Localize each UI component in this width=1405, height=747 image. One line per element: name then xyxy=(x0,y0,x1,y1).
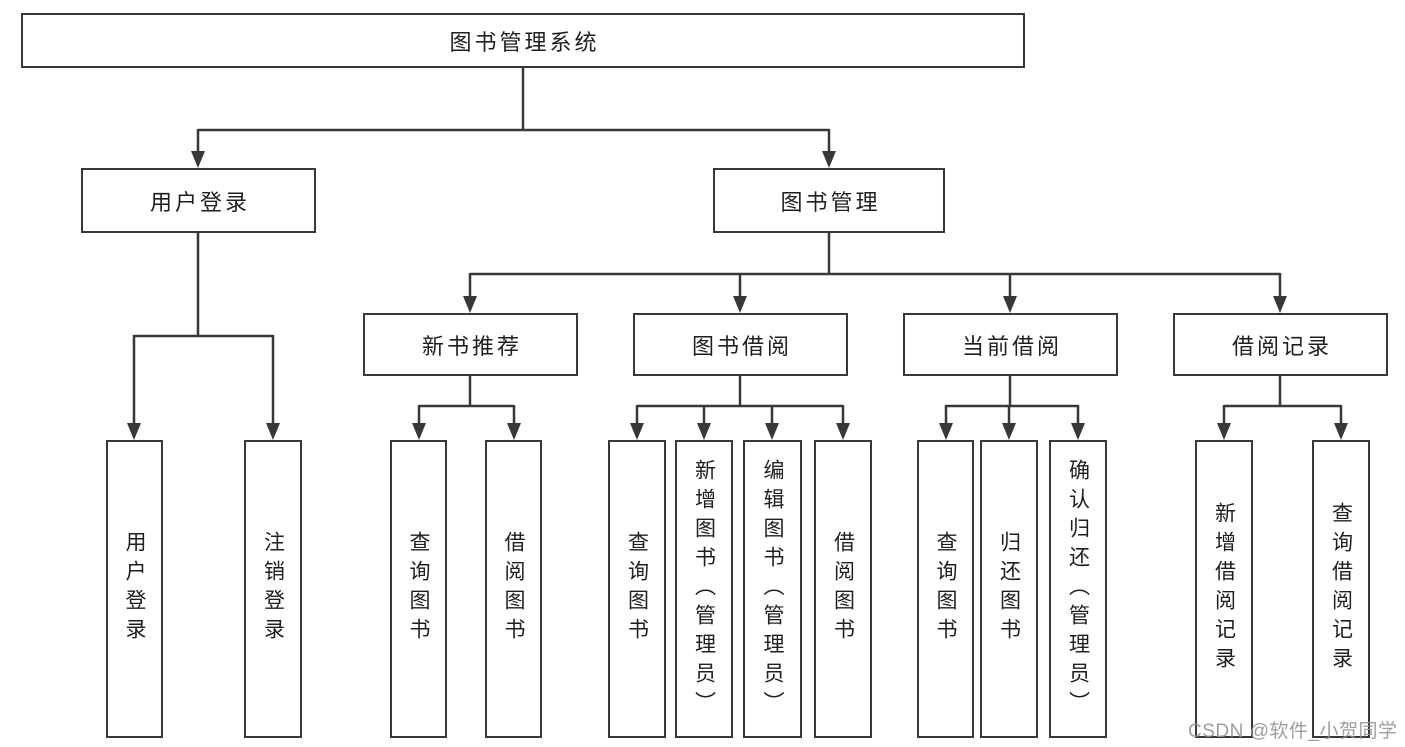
arrowhead-icons xyxy=(127,151,1348,440)
leaf-box-user-login: 用户登录 xyxy=(106,440,163,738)
leaf-box-add-borrow-record: 新增借阅记录 xyxy=(1195,440,1253,738)
branch-box-current-borrowing: 当前借阅 xyxy=(903,313,1118,376)
csdn-watermark: CSDN @软件_小贺同学 xyxy=(1188,721,1398,742)
branch-box-borrowing-records: 借阅记录 xyxy=(1173,313,1388,376)
branch-box-new-book-recommend: 新书推荐 xyxy=(363,313,578,376)
branch-box-book-management: 图书管理 xyxy=(713,168,945,233)
leaf-box-return-books: 归还图书 xyxy=(980,440,1038,738)
leaf-box-query-books: 查询图书 xyxy=(608,440,666,738)
leaf-box-borrow-books: 借阅图书 xyxy=(814,440,872,738)
leaf-box-edit-books-admin: 编辑图书（管理员） xyxy=(743,440,802,738)
leaf-box-add-books-admin: 新增图书（管理员） xyxy=(675,440,733,738)
branch-box-book-borrowing: 图书借阅 xyxy=(633,313,848,376)
branch-box-user-login: 用户登录 xyxy=(81,168,316,233)
leaf-box-query-books: 查询图书 xyxy=(917,440,974,738)
leaf-box-query-books: 查询图书 xyxy=(390,440,447,738)
leaf-box-logout: 注销登录 xyxy=(244,440,302,738)
leaf-box-borrow-books: 借阅图书 xyxy=(485,440,542,738)
leaf-box-query-borrow-record: 查询借阅记录 xyxy=(1312,440,1370,738)
leaf-box-confirm-return-admin: 确认归还（管理员） xyxy=(1049,440,1107,738)
root-box-library-system: 图书管理系统 xyxy=(21,13,1025,68)
